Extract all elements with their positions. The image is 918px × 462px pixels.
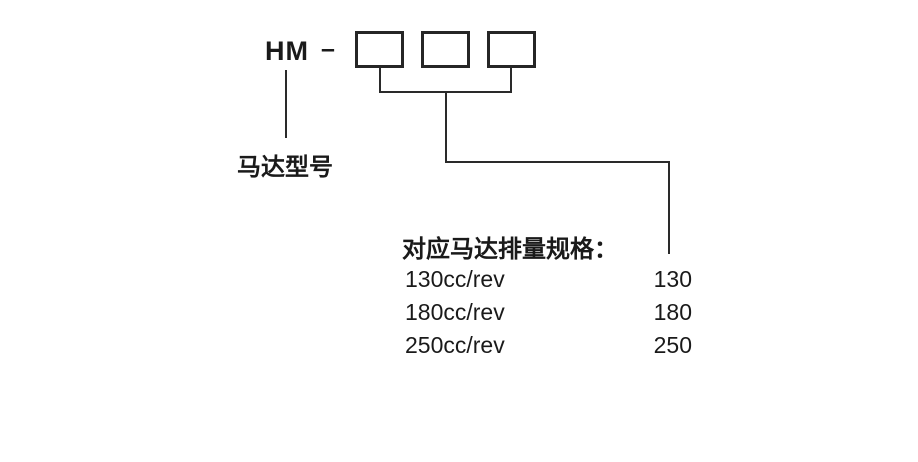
connector-box1-stub — [379, 68, 381, 93]
connector-middle-vertical — [445, 91, 447, 163]
code-digit-box-1 — [355, 31, 404, 68]
spec-row-value: 250 — [653, 332, 692, 358]
connector-lower-horizontal — [445, 161, 670, 163]
connector-right-vertical — [668, 161, 670, 254]
code-digit-box-3 — [487, 31, 536, 68]
connector-prefix-vertical — [285, 70, 287, 138]
spec-row-value: 130 — [653, 266, 692, 292]
spec-row-180: 180cc/rev 180 — [405, 296, 692, 329]
spec-row-value: 180 — [653, 299, 692, 325]
code-digit-box-2 — [421, 31, 470, 68]
spec-table-title: 对应马达排量规格： — [402, 236, 618, 263]
spec-row-label: 130cc/rev — [405, 266, 505, 292]
connector-box3-stub — [510, 68, 512, 93]
spec-row-label: 180cc/rev — [405, 299, 505, 325]
spec-table: 130cc/rev 130 180cc/rev 180 250cc/rev 25… — [405, 263, 692, 362]
model-separator-dash: – — [321, 35, 335, 63]
motor-model-label: 马达型号 — [237, 154, 333, 181]
spec-row-250: 250cc/rev 250 — [405, 329, 692, 362]
model-prefix-label: HM — [265, 36, 309, 66]
spec-row-label: 250cc/rev — [405, 332, 505, 358]
spec-row-130: 130cc/rev 130 — [405, 263, 692, 296]
